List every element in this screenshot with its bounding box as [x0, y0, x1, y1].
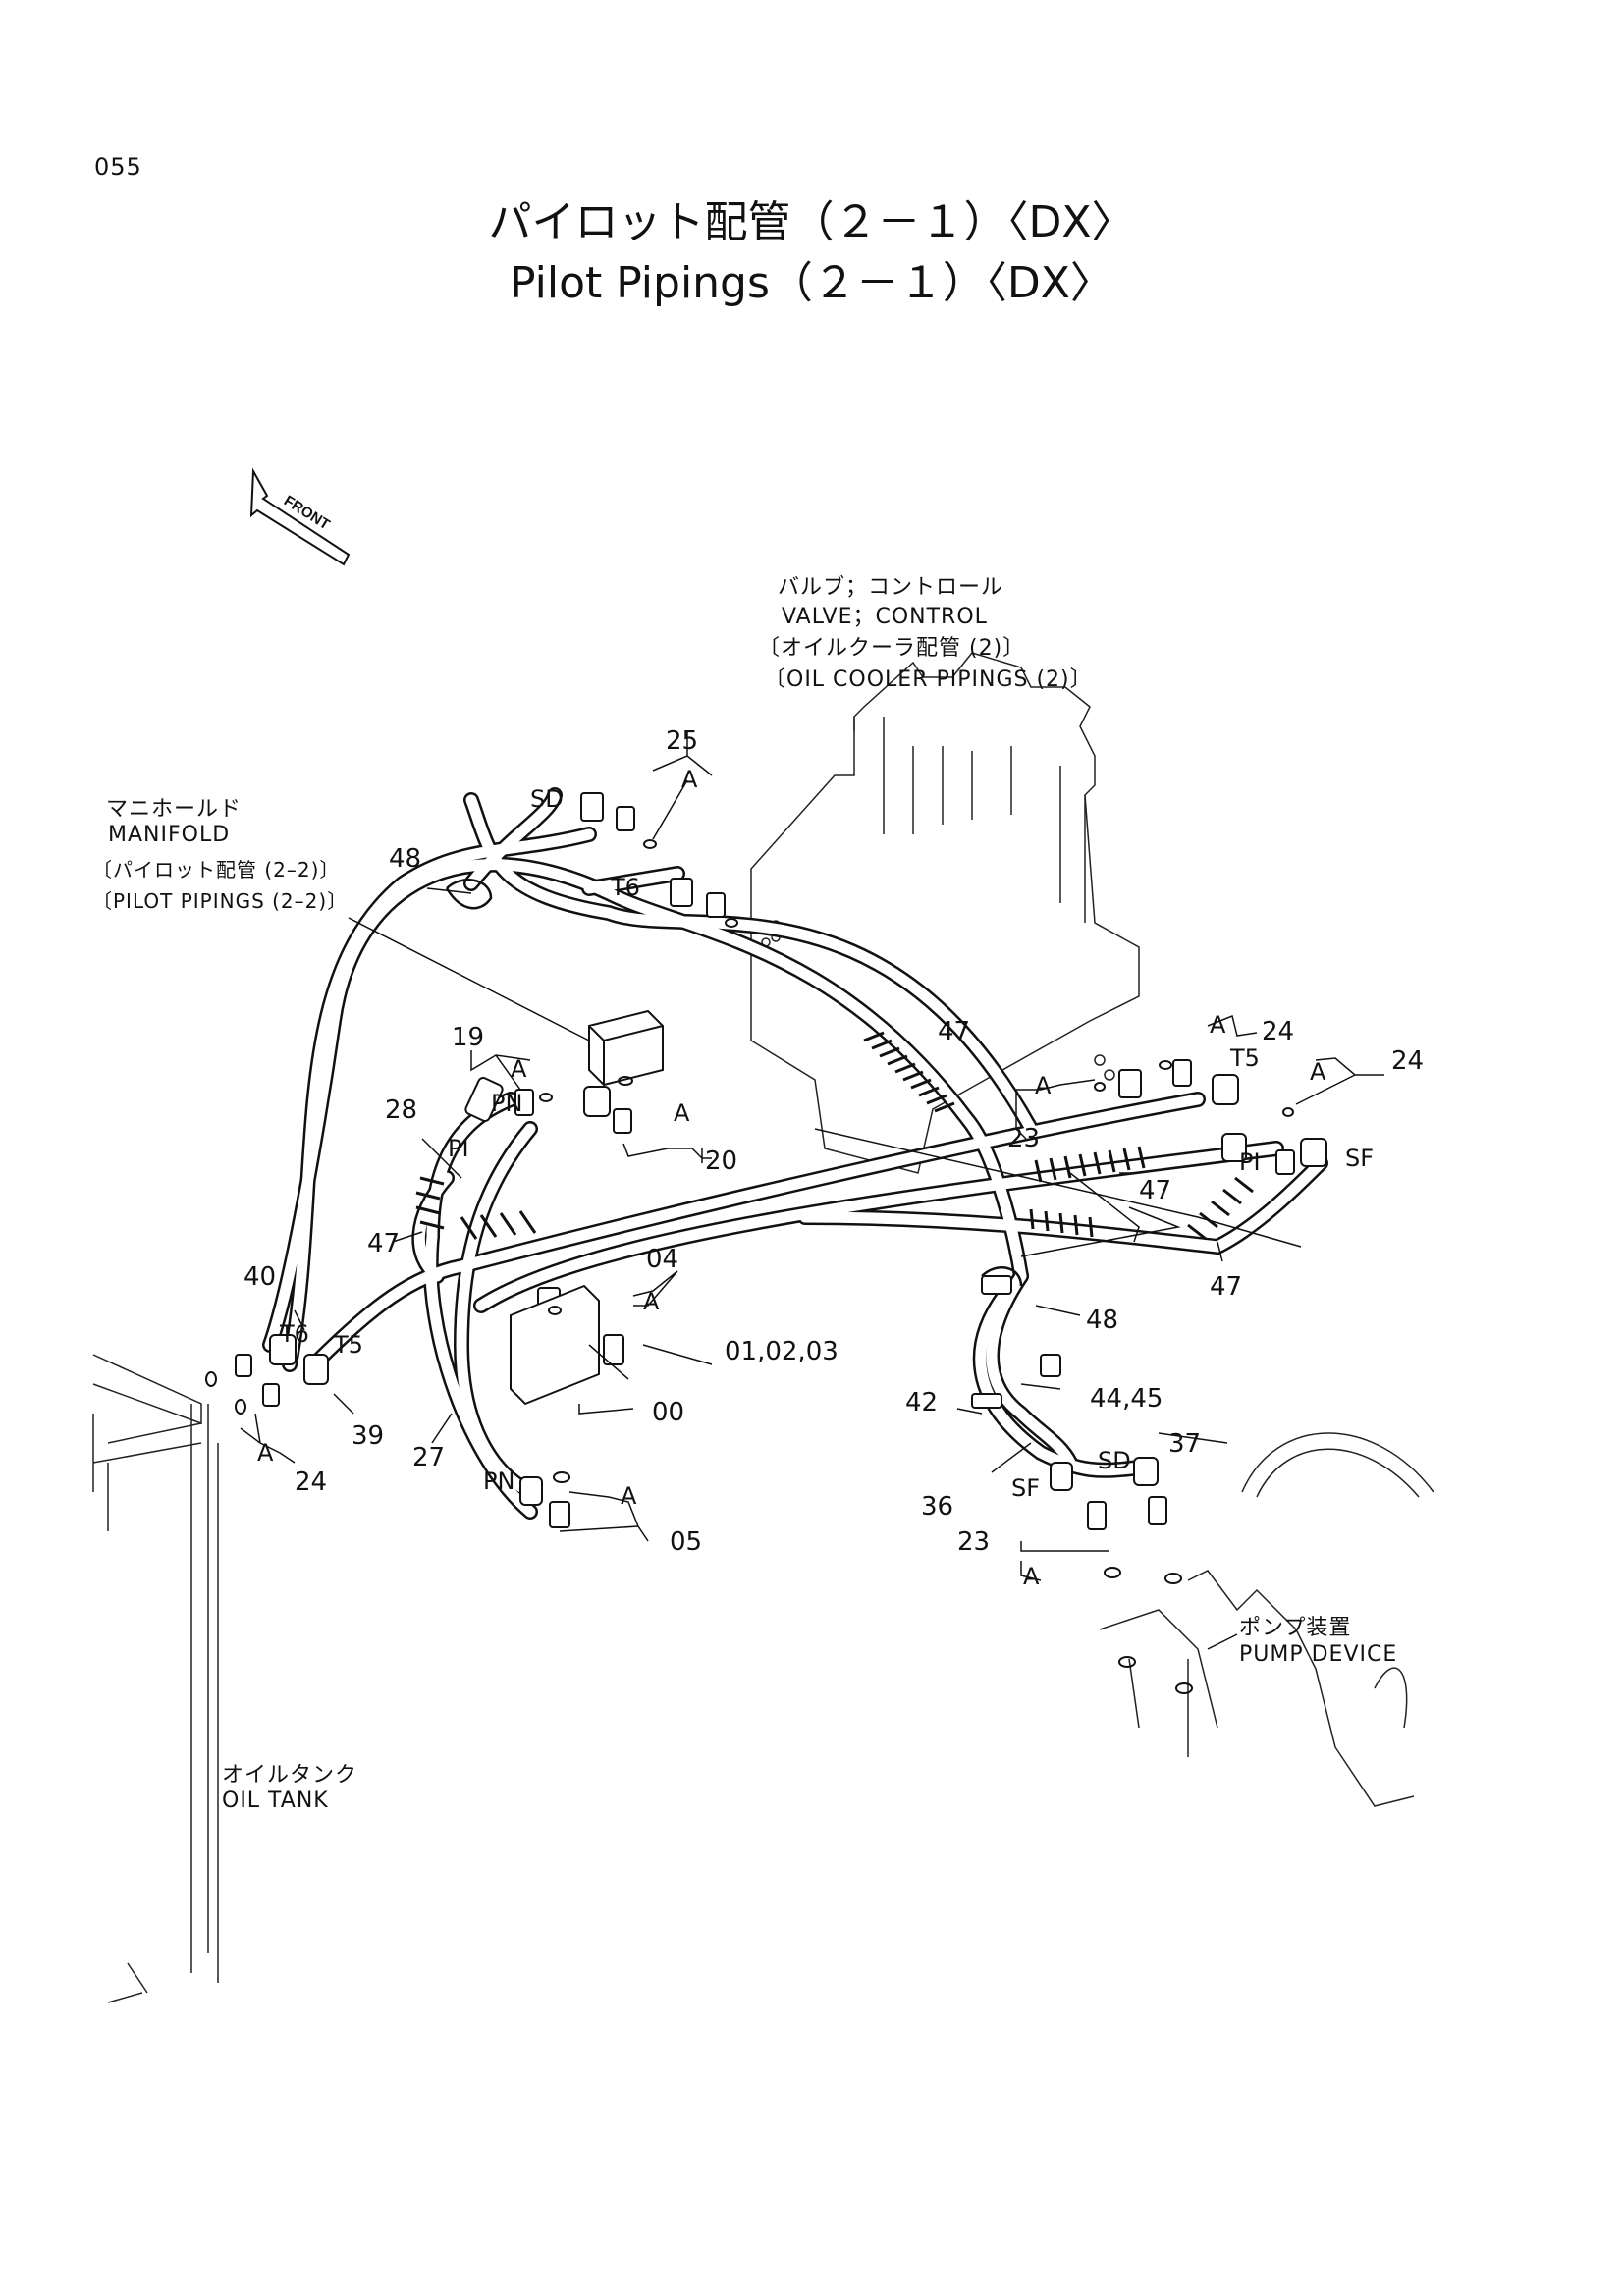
pump-device	[1100, 1433, 1434, 1806]
detail-a-marker: A	[1210, 1011, 1226, 1039]
page-number: 055	[94, 153, 142, 181]
callout-48-top: 48	[389, 844, 422, 874]
callout-47-upper: 47	[938, 1017, 971, 1046]
detail-a-marker: A	[621, 1482, 637, 1510]
valve-reference-english: 〔OIL COOLER PIPINGS (2)〕	[764, 667, 1093, 692]
port-tag-sd-top: SD	[530, 785, 564, 813]
port-tag-pi-left: PI	[448, 1135, 469, 1162]
valve-label-japanese: バルブ；コントロール	[778, 575, 1004, 600]
detail-a-marker: A	[1310, 1058, 1326, 1086]
spiral-guards	[416, 1033, 1253, 1239]
leader-lines	[241, 731, 1384, 1649]
detail-a-marker: A	[681, 766, 698, 793]
callout-23-bottom: 23	[957, 1527, 991, 1557]
hose-clamps	[447, 880, 1021, 1286]
detail-a-marker: A	[643, 1288, 660, 1315]
callout-36: 36	[921, 1492, 954, 1522]
callout-04: 04	[646, 1245, 679, 1274]
callout-37: 37	[1168, 1429, 1202, 1459]
callout-44-45: 44,45	[1090, 1384, 1163, 1414]
pilot-hoses	[270, 795, 1321, 1512]
callout-40: 40	[243, 1262, 277, 1292]
callout-00: 00	[652, 1398, 685, 1427]
callout-47-left: 47	[367, 1229, 401, 1258]
callout-28: 28	[385, 1095, 418, 1125]
detail-a-marker: A	[1035, 1072, 1052, 1099]
port-tag-sf-right: SF	[1345, 1145, 1375, 1172]
oil-tank-label-english: OIL TANK	[222, 1789, 329, 1813]
callout-25: 25	[666, 726, 699, 756]
callout-47-middle: 47	[1139, 1176, 1172, 1205]
port-tag-t5-right: T5	[1230, 1044, 1260, 1072]
page-title-english: Pilot Pipings（２－１）〈DX〉	[510, 258, 1113, 308]
callout-24-right: 24	[1391, 1046, 1425, 1076]
o-rings	[206, 840, 1293, 1693]
manifold-reference-english: 〔PILOT PIPINGS (2–2)〕	[92, 889, 349, 913]
detail-a-marker: A	[1023, 1563, 1040, 1590]
port-tag-t6-top: T6	[611, 874, 640, 901]
front-arrow-icon: FRONT	[251, 471, 349, 564]
valve-reference-japanese: 〔オイルクーラ配管 (2)〕	[758, 636, 1026, 661]
callout-23-top: 23	[1007, 1124, 1041, 1153]
callout-24-top: 24	[1262, 1017, 1295, 1046]
callout-01-02-03: 01,02,03	[725, 1337, 839, 1366]
fittings	[236, 793, 1326, 1529]
port-tag-pn-bottom: PN	[483, 1468, 515, 1495]
oil-tank	[93, 1355, 218, 2002]
port-tag-pn-top: PN	[491, 1090, 523, 1117]
callout-47-right: 47	[1210, 1272, 1243, 1302]
valve-label-english: VALVE；CONTROL	[782, 605, 988, 629]
callout-05: 05	[670, 1527, 703, 1557]
oil-tank-label-japanese: オイルタンク	[222, 1763, 358, 1788]
callout-27: 27	[412, 1443, 446, 1472]
callout-20: 20	[705, 1147, 738, 1176]
port-tag-sd-bottom: SD	[1098, 1447, 1131, 1474]
page-title-japanese: パイロット配管（２－１）〈DX〉	[488, 197, 1135, 247]
pump-label-japanese: ポンプ装置	[1239, 1616, 1352, 1640]
pump-label-english: PUMP DEVICE	[1239, 1642, 1398, 1667]
detail-a-marker: A	[511, 1055, 527, 1083]
callout-42: 42	[905, 1388, 939, 1417]
callout-19: 19	[452, 1023, 485, 1052]
callout-24-left: 24	[295, 1468, 328, 1497]
callout-39: 39	[352, 1421, 385, 1451]
port-tag-sf-bottom: SF	[1011, 1474, 1041, 1502]
manifold-block	[589, 1011, 663, 1085]
callout-48-bottom: 48	[1086, 1306, 1119, 1335]
manifold-label-english: MANIFOLD	[108, 823, 231, 847]
manifold-label-japanese: マニホールド	[106, 797, 243, 822]
port-tag-t5-left: T5	[334, 1331, 363, 1359]
detail-a-marker: A	[257, 1439, 274, 1467]
port-tag-t6-left: T6	[280, 1320, 309, 1348]
detail-a-marker: A	[674, 1099, 690, 1127]
port-tag-pi-right: PI	[1239, 1148, 1261, 1176]
manifold-reference-japanese: 〔パイロット配管 (2–2)〕	[92, 858, 341, 881]
